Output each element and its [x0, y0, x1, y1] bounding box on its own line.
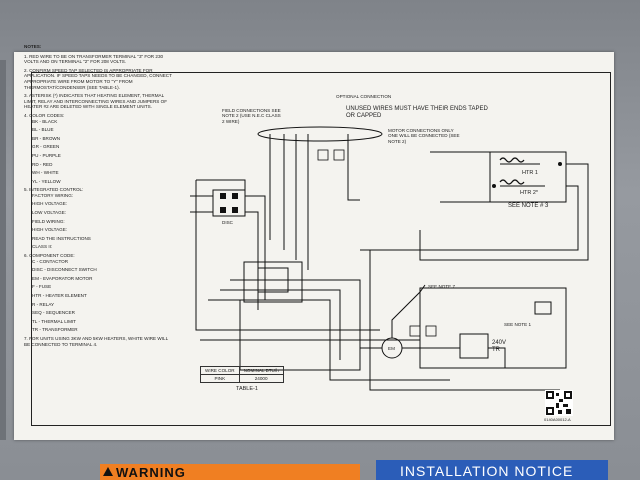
component-code: TL - THERMAL LIMIT — [32, 318, 76, 324]
unused-wires-callout: UNUSED WIRES MUST HAVE THEIR ENDS TAPED … — [346, 106, 488, 119]
note-2: 2. CONFIRM SPEED TAP SELECTED IS APPROPR… — [24, 67, 172, 90]
wire-color-table: WIRE COLOR NOMINAL BTU/h PINK 24000 — [200, 366, 284, 383]
table-header: WIRE COLOR — [200, 366, 240, 375]
color-code: BR - BROWN — [32, 135, 61, 141]
note-4: 4. COLOR CODES: — [24, 112, 65, 118]
warning-triangle-icon — [103, 467, 113, 476]
component-code: C - CONTACTOR — [32, 258, 69, 264]
htr2-label: HTR 2* — [520, 190, 539, 196]
installation-notice-title: INSTALLATION NOTICE — [400, 463, 574, 479]
wiring-legend: CLASS II: — [32, 244, 53, 250]
wiring-legend: HIGH VOLTAGE: — [32, 227, 68, 233]
note-7: 7. FOR UNITS USING 3KW AND 5KW HEATERS, … — [24, 335, 168, 347]
warning-title: WARNING — [116, 465, 186, 480]
see-note-1: SEE NOTE 1 — [504, 322, 532, 327]
color-code: WH - WHITE — [32, 170, 59, 176]
color-code: PU - PURPLE — [32, 152, 61, 158]
color-code: RD - RED — [32, 161, 53, 167]
note-3: 3. ASTERISK (*) INDICATES THAT HEATING E… — [24, 93, 168, 110]
wiring-legend: FIELD WIRING: — [32, 218, 65, 224]
component-code: EM - EVAPORATOR MOTOR — [32, 275, 93, 281]
table-cell: 24000 — [238, 374, 284, 383]
field-connections-callout: FIELD CONNECTIONS SEE NOTE 2 (USE N.E.C … — [222, 108, 281, 124]
component-code: HTR - HEATER ELEMENT — [32, 293, 87, 298]
table-cell: PINK — [200, 374, 240, 383]
component-code: R - RELAY — [32, 301, 55, 307]
see-note-7: SEE NOTE 7 — [428, 284, 456, 289]
color-code: BL - BLUE — [32, 127, 54, 133]
warning-sticker: WARNING — [100, 464, 360, 480]
see-note-3: SEE NOTE # 3 — [508, 203, 549, 209]
component-code: TR - TRANSFORMER — [32, 327, 78, 333]
component-code: DISC - DISCONNECT SWITCH — [32, 267, 97, 273]
motor-connections-callout: MOTOR CONNECTIONS ONLY ONE WILL BE CONNE… — [388, 128, 460, 144]
wiring-legend: READ THE INSTRUCTIONS — [32, 235, 91, 241]
note-6: 6. COMPONENT CODE: — [24, 253, 75, 259]
note-5: 5. INTEGRATED CONTROL: — [24, 187, 84, 193]
component-code: F - FUSE — [32, 284, 52, 290]
disc-label: DISC — [222, 220, 233, 225]
color-code: BK - BLACK — [32, 118, 58, 124]
transformer-label: 240V TR — [492, 340, 507, 353]
motor-label: EM — [388, 346, 395, 351]
notes-block: NOTES: 1. RED WIRE TO BE ON TRANSFORMER … — [24, 44, 174, 350]
installation-notice-sticker: INSTALLATION NOTICE — [376, 460, 608, 480]
qr-code-icon — [545, 390, 573, 416]
optional-callout: OPTIONAL CONNECTION — [336, 94, 392, 99]
panel-edge — [0, 60, 6, 440]
wiring-label — [14, 52, 614, 440]
note-1: 1. RED WIRE TO BE ON TRANSFORMER TERMINA… — [24, 53, 164, 65]
wiring-legend: HIGH VOLTAGE: — [32, 201, 68, 207]
table-header: NOMINAL BTU/h — [238, 366, 284, 375]
color-code: GR - GREEN — [32, 144, 60, 150]
color-code: YL - YELLOW — [32, 178, 61, 184]
label-border — [31, 72, 611, 426]
htr1-label: HTR 1 — [522, 170, 538, 176]
wiring-legend: FACTORY WIRING: — [32, 192, 74, 198]
wiring-legend: LOW VOLTAGE: — [32, 210, 67, 216]
part-number: 0140A00012-A — [544, 417, 571, 422]
component-code: SEQ - SEQUENCER — [32, 310, 75, 316]
table-title: TABLE-1 — [236, 386, 258, 392]
notes-heading: NOTES: — [24, 44, 42, 49]
